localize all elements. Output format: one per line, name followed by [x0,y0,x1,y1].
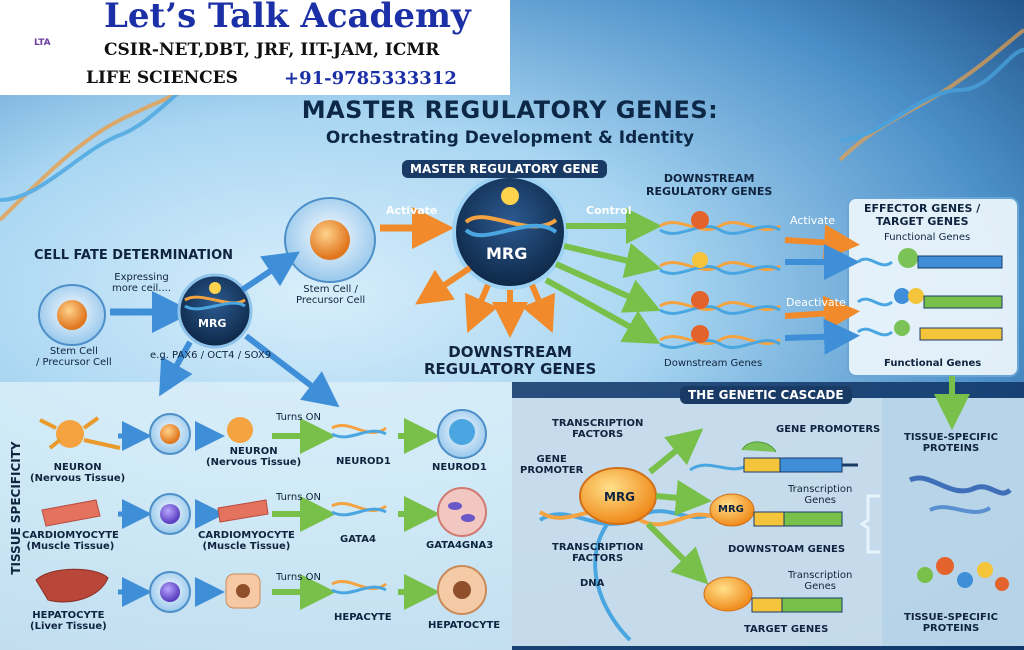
transcription-genes-1: Transcription Genes [788,484,853,506]
cardio-turns-on: Turns ON [276,492,321,503]
effector-subheading: Functional Genes [884,232,971,243]
arrow-control-3 [554,261,661,313]
stem-cell-center-label: Stem Cell / Precursor Cell [296,284,366,306]
hepato-gene-label: HEPACYTE [334,612,392,623]
downstream-gene-rows [659,211,781,349]
neuron-mid-label: NEURON (Nervous Tissue) [206,446,302,468]
cardio-left-label: CARDIOMYOCYTE (Muscle Tissue) [22,530,119,552]
tissue-row-hepato [35,565,487,615]
center-downstream-heading: DOWNSTREAM REGULATORY GENES [424,343,597,378]
effector-heading: EFFECTOR GENES / TARGET GENES [864,202,981,228]
arrow-deactivate-right [784,295,860,332]
downstream-deactivate-label: Deactivate [786,296,846,309]
tissue-row-neuron [39,409,487,459]
arrow-mrg-to-stem [240,251,300,293]
effector-gene-bars [857,248,1003,341]
cascade-mrg-2-label: MRG [718,504,744,515]
dna-label: DNA [580,578,605,589]
protein-panel-bg [882,398,1024,646]
mrg-center-label: MRG [486,244,528,263]
neuron-turns-on: Turns ON [276,412,321,423]
arrow-activate-right [784,224,860,261]
neuron-result-label: NEUROD1 [432,462,487,473]
tf-bottom-label: TRANSCRIPTION FACTORS [552,542,644,564]
branding-panel [0,0,510,95]
downstream-activate-label: Activate [790,214,836,227]
cascade-mrg-label: MRG [604,490,636,504]
activate-label: Activate [386,204,438,217]
arrow-blue-right-2 [784,318,860,355]
genetic-cascade-pill: THE GENETIC CASCADE [680,386,852,404]
cardio-result-label: GATA4GNA3 [426,540,494,551]
arrow-to-tissue-left [159,340,193,397]
arrow-control-2 [563,243,662,279]
arrow-to-tissue-right [244,333,340,408]
arrow-down-1 [415,265,472,305]
target-genes-label: TARGET GENES [744,624,829,635]
proteins-bottom-label: TISSUE-SPECIFIC PROTEINS [904,612,998,634]
exams-line: CSIR-NET,DBT, JRF, IIT-JAM, ICMR [104,40,440,60]
mrg-small-label: MRG [198,317,227,330]
arrow-control-4 [544,277,661,344]
page-title: MASTER REGULATORY GENES: [301,96,719,124]
neuron-gene-label: NEUROD1 [336,456,391,467]
tissue-row-cardio [41,487,487,537]
mrg-small-bubble [177,273,253,349]
mrg-center-bubble [452,174,568,290]
downstream-genes-label: Downstream Genes [664,358,763,369]
stem-cell-left [38,284,106,346]
hepato-result-label: HEPATOCYTE [428,620,501,631]
expressing-label: Expressing more ceil.... [112,272,172,294]
cell-fate-heading: CELL FATE DETERMINATION [34,248,233,263]
gene-promoters-label: GENE PROMOTERS [776,424,881,435]
stem-cell-left-label: Stem Cell / Precursor Cell [36,346,112,368]
cardio-mid-label: CARDIOMYOCYTE (Muscle Tissue) [198,530,295,552]
cascade-graphics [538,428,880,642]
effector-footer: Functional Genes [884,358,982,369]
proteins-top-label: TISSUE-SPECIFIC PROTEINS [904,432,998,454]
transcription-genes-2: Transcription Genes [788,570,853,592]
decor-dna-top-right [838,28,1024,162]
master-regulatory-gene-pill: MASTER REGULATORY GENE [402,160,607,178]
arrow-down-4 [521,283,555,334]
gene-promoter-left-label: GENE PROMOTER [520,454,584,476]
hepato-left-label: HEPATOCYTE (Liver Tissue) [30,610,107,632]
tf-top-label: TRANSCRIPTION FACTORS [552,418,644,440]
stem-cell-center [284,197,376,283]
hepato-turns-on: Turns ON [276,572,321,583]
control-label: Control [586,204,632,217]
phone-number: +91-9785333312 [284,68,457,89]
arrow-down-2 [465,283,499,334]
mrg-examples: e.g. PAX6 / OCT4 / SOX9 [150,350,272,361]
page-subtitle: Orchestrating Development & Identity [325,128,695,148]
protein-graphics [908,475,1012,591]
tissue-specificity-side-label: TISSUE SPECIFICITY [9,441,23,575]
academy-name: Let’s Talk Academy [104,0,471,36]
logo-mark-text: LTA [34,38,51,48]
cardio-gene-label: GATA4 [340,534,376,545]
downstream-genes-cascade-label: DOWNSTOAM GENES [728,544,846,555]
neuron-left-label: NEURON (Nervous Tissue) [30,462,126,484]
subject-line: LIFE SCIENCES [86,68,238,88]
downstream-heading: DOWNSTREAM REGULATORY GENES [646,172,773,198]
